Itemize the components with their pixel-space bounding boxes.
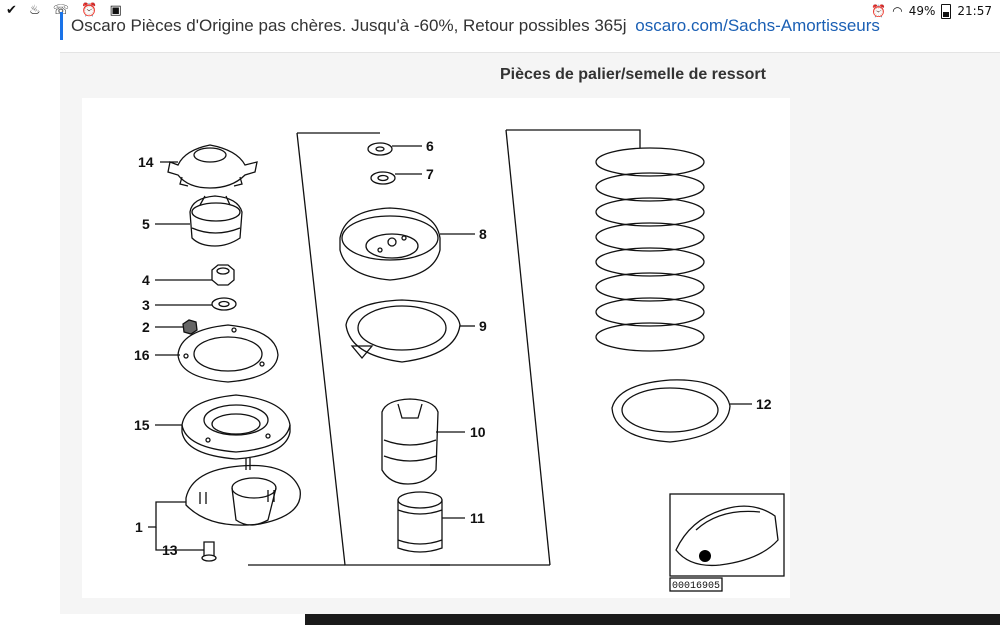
label-4: 4	[142, 272, 150, 288]
label-15: 15	[134, 417, 150, 433]
car-outline	[675, 505, 779, 567]
battery-icon	[941, 4, 952, 19]
battery-percent: 49%	[908, 3, 936, 18]
label-7: 7	[426, 166, 434, 182]
car-roof	[695, 510, 761, 531]
coil-spring	[595, 147, 705, 352]
wifi-icon: ◠	[892, 3, 903, 18]
car-thumbnail	[669, 493, 785, 577]
label-9: 9	[479, 318, 487, 334]
ref-code-box	[669, 577, 723, 592]
label-6: 6	[426, 138, 434, 154]
ad-banner[interactable]: Oscaro Pièces d'Origine pas chères. Jusq…	[60, 12, 1000, 40]
bracket-line	[506, 129, 641, 148]
part-13-bolt	[201, 541, 217, 562]
part-15-plate	[181, 394, 291, 460]
part-10-bump-stop	[381, 398, 439, 485]
part-1-mount-plate	[185, 458, 301, 526]
part-3-washer	[211, 297, 237, 311]
ad-url[interactable]: oscaro.com/Sachs-Amortisseurs	[635, 16, 880, 35]
label-11: 11	[470, 510, 485, 526]
system-tray: ⏰ ◠ 49% 21:57	[871, 3, 992, 19]
status-bar: ✔ ♨ ☏ ⏰ ▣ ⏰ ◠ 49% 21:57	[0, 0, 1000, 22]
label-14: 14	[138, 154, 154, 170]
label-1: 1	[135, 519, 143, 535]
part-4-nut	[211, 264, 235, 286]
notification-icons: ✔ ♨ ☏ ⏰ ▣	[6, 3, 126, 18]
bottom-ad-strip[interactable]	[305, 614, 1000, 625]
part-5-bump-cap	[189, 195, 243, 247]
clock: 21:57	[957, 3, 992, 18]
part-7-washer	[370, 171, 396, 185]
part-2-nut	[182, 319, 198, 335]
part-9-bearing	[345, 299, 461, 363]
ref-code: 00016905	[672, 581, 720, 592]
position-marker	[699, 550, 711, 562]
label-3: 3	[142, 297, 150, 313]
ad-text[interactable]: Oscaro Pièces d'Origine pas chères. Jusq…	[71, 16, 627, 35]
label-2: 2	[142, 319, 150, 335]
label-10: 10	[470, 424, 486, 440]
label-8: 8	[479, 226, 487, 242]
alarm-icon: ⏰	[871, 3, 887, 18]
part-14-cap	[167, 144, 258, 189]
label-13: 13	[162, 542, 178, 558]
part-6-washer	[367, 142, 393, 156]
part-12-spring-pad	[611, 379, 731, 443]
part-11-dust-tube	[397, 491, 443, 553]
label-16: 16	[134, 347, 150, 363]
page-title: Pièces de palier/semelle de ressort	[500, 66, 766, 83]
part-16-gasket	[177, 324, 279, 383]
part-8-strut-mount	[339, 207, 441, 281]
label-12: 12	[756, 396, 772, 412]
label-5: 5	[142, 216, 150, 232]
bracket-line	[505, 129, 551, 566]
bottom-bar	[0, 614, 1000, 625]
